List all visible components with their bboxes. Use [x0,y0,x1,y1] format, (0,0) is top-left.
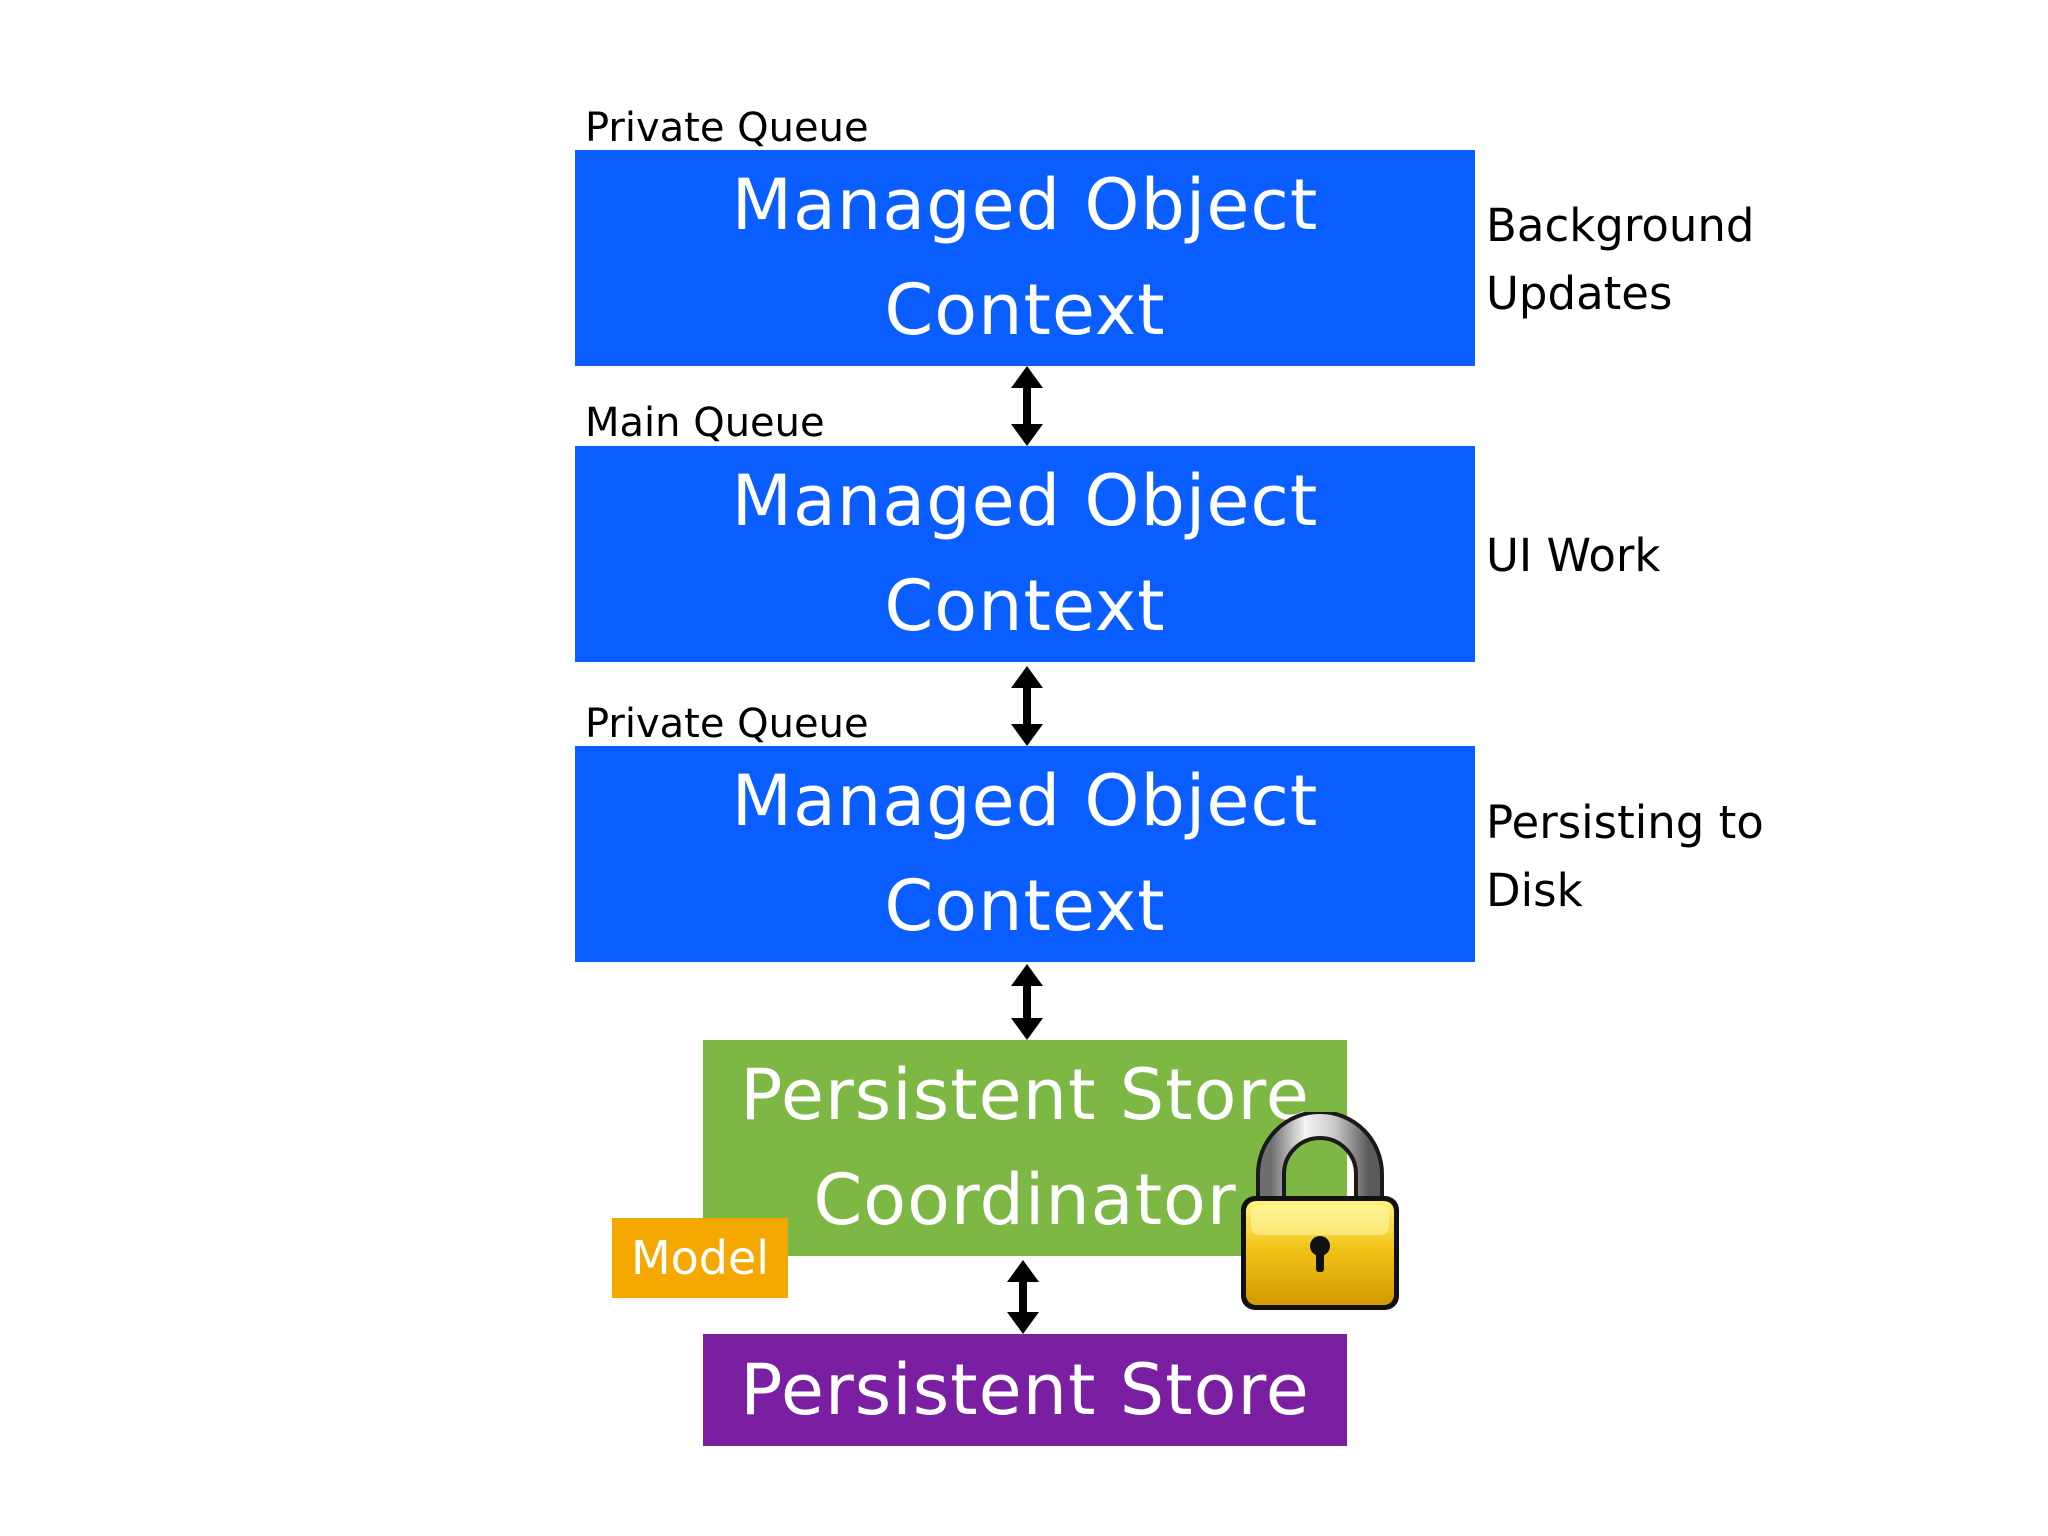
moc-3-title-line1: Managed Object [731,760,1319,842]
coordinator-line1: Persistent Store [740,1054,1310,1136]
lock-icon [1235,1110,1405,1320]
managed-object-context-2: Managed Object Context [575,446,1475,662]
coordinator-line2: Coordinator [813,1159,1237,1241]
purpose-label-3: Persisting to Disk [1486,789,1764,925]
store-label: Persistent Store [740,1348,1310,1431]
moc-3-title-line2: Context [884,865,1166,947]
double-arrow-2 [1010,666,1044,746]
managed-object-context-1: Managed Object Context [575,150,1475,366]
purpose-label-1: Background Updates [1486,192,1754,328]
queue-label-3: Private Queue [585,701,869,747]
purpose-1-line2: Updates [1486,267,1673,320]
purpose-1-line1: Background [1486,199,1755,252]
persistent-store: Persistent Store [703,1334,1347,1446]
purpose-label-2: UI Work [1486,522,1660,590]
double-arrow-1 [1010,366,1044,446]
managed-object-context-3: Managed Object Context [575,746,1475,962]
purpose-3-line1: Persisting to [1486,796,1764,849]
moc-2-title-line1: Managed Object [731,460,1319,542]
purpose-3-line2: Disk [1486,864,1583,917]
queue-label-2: Main Queue [585,400,825,446]
model-badge: Model [612,1218,788,1298]
double-arrow-3 [1010,964,1044,1040]
moc-2-title-line2: Context [884,565,1166,647]
purpose-2-line1: UI Work [1486,529,1661,582]
double-arrow-4 [1006,1260,1040,1334]
persistent-store-coordinator: Persistent Store Coordinator [703,1040,1347,1256]
moc-1-title-line2: Context [884,269,1166,351]
queue-label-1: Private Queue [585,105,869,151]
moc-1-title-line1: Managed Object [731,164,1319,246]
